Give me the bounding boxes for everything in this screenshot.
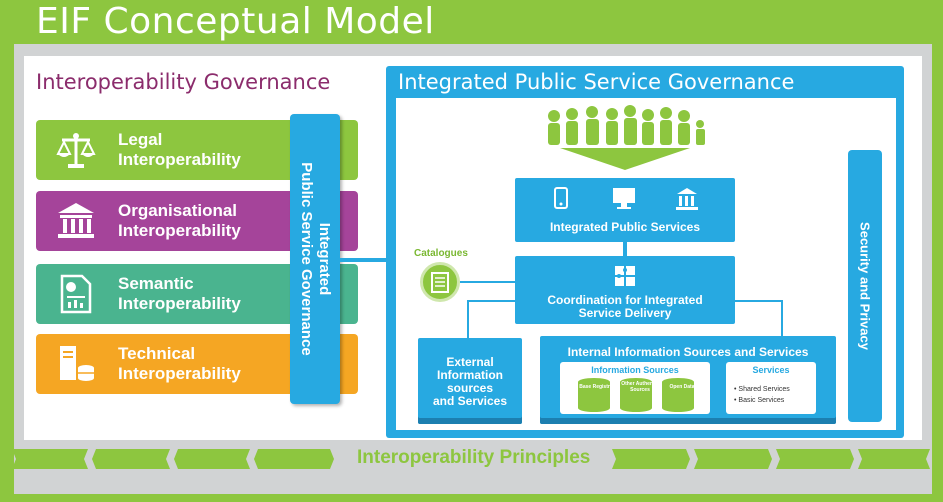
connector-line [623,242,627,256]
tile-line1: Technical [118,344,196,363]
catalogues-label: Catalogues [414,248,468,259]
tile-line1: Legal [118,130,163,149]
internal-sources-box: Internal Information Sources and Service… [540,336,836,424]
server-database-icon [60,346,94,381]
bar-line1: Integrated [316,222,333,296]
database-icons [578,378,694,412]
tile-line2: Interoperability [118,294,241,313]
information-sources-card: Information Sources Base Registries Othe… [560,362,710,414]
integrated-public-services-box: Integrated Public Services [515,178,735,242]
security-privacy-label: Security and Privacy [857,222,873,350]
shared-services-item: • Shared Services [734,386,790,393]
building-icon [676,188,698,210]
base-registries-label: Base Registries [579,384,617,390]
governance-connector [340,258,390,262]
coordination-line1: Coordination for Integrated [547,293,703,307]
integrated-governance-title: Integrated Public Service Governance [398,70,795,94]
tile-line1: Semantic [118,274,194,293]
monitor-icon [613,188,635,209]
citizens-group-icon [548,105,705,170]
external-sources-box: External Information sources and Service… [418,338,522,424]
security-privacy-bar: Security and Privacy [848,150,882,422]
basic-services-label: Basic Services [738,397,785,404]
open-data-label: Open Data [669,384,695,390]
catalogue-icon [420,262,460,302]
scales-icon [56,133,96,168]
internal-title: Internal Information Sources and Service… [567,345,809,359]
tile-line2: Interoperability [118,364,241,383]
tile-line2: Interoperability [118,150,241,169]
page-title: EIF Conceptual Model [36,1,435,42]
basic-services-item: • Basic Services [734,397,785,404]
services-card: Services • Shared Services • Basic Servi… [726,362,816,414]
services-title: Services [752,365,790,375]
connector-line [460,281,515,283]
connector-line [735,300,783,302]
shared-services-label: Shared Services [738,386,790,393]
connector-line [467,300,515,302]
phone-icon [554,187,568,209]
external-line3: sources [446,381,494,395]
bar-line2: Public Service Governance [298,162,315,356]
institution-icon [58,203,94,238]
document-chart-icon [60,274,92,314]
external-line2: Information [437,368,503,382]
interoperability-governance-title: Interoperability Governance [36,70,331,94]
external-line4: and Services [432,394,508,408]
principles-arrow-band [12,449,930,469]
tile-line2: Interoperability [118,221,241,240]
interoperability-principles-label: Interoperability Principles [347,447,601,469]
connector-line [467,300,469,338]
external-line1: External [446,355,494,369]
information-sources-title: Information Sources [591,365,679,375]
tile-line1: Organisational [118,201,238,220]
coordination-line2: Service Delivery [578,306,672,320]
connector-line [781,300,783,336]
other-authentic-sources-label: Other Authentic Sources [621,381,659,393]
puzzle-icon [615,266,635,286]
coordination-box: Coordination for Integrated Service Deli… [515,256,735,324]
integrated-public-services-label: Integrated Public Services [549,220,701,234]
